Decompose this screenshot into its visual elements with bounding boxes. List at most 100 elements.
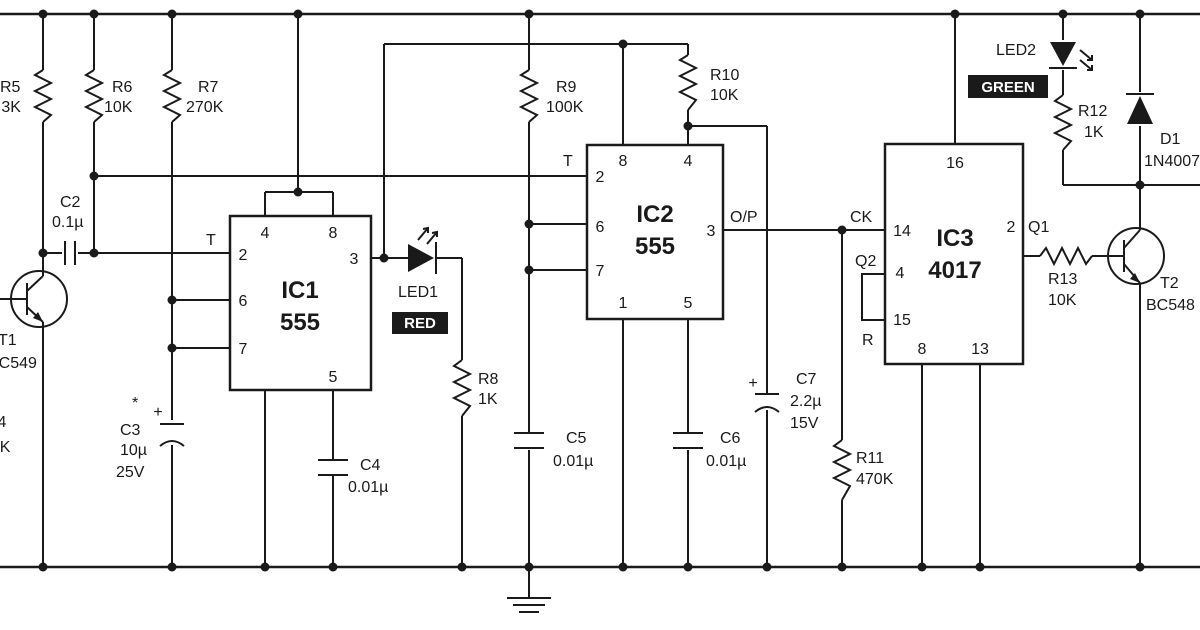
resistor-r11: [831, 439, 853, 501]
c2-name: C2: [60, 194, 81, 211]
c4-name: C4: [360, 457, 381, 474]
capacitor-c6: [673, 432, 703, 449]
r10-name: R10: [710, 67, 739, 84]
t2-type: BC548: [1146, 297, 1195, 314]
r4-value: 10K: [0, 439, 11, 456]
transistor-t2-symbol: [1107, 227, 1165, 285]
r11-value: 470K: [856, 471, 894, 488]
t2-name: T2: [1160, 275, 1179, 292]
ic1-name: IC1: [281, 277, 318, 304]
ic2-pin-6: 6: [596, 219, 605, 236]
ic1-body: [228, 214, 373, 392]
resistor-r5: [32, 69, 54, 123]
r8-value: 1K: [478, 391, 498, 408]
capacitor-c7: +: [748, 375, 780, 413]
ic3-pin-8: 8: [918, 341, 927, 358]
r9-value: 100K: [546, 99, 584, 116]
led1-name: LED1: [398, 284, 438, 301]
r7-name: R7: [198, 79, 219, 96]
r7-value: 270K: [186, 99, 224, 116]
svg-text:+: +: [748, 375, 757, 392]
r10-value: 10K: [710, 87, 739, 104]
ic2-body: [585, 143, 725, 321]
resistor-r9: [518, 69, 540, 123]
r9-name: R9: [556, 79, 577, 96]
ic3-name: IC3: [936, 225, 973, 252]
ic2-pin-4: 4: [684, 153, 693, 170]
r12-value: 1K: [1084, 124, 1104, 141]
ic3-body: [883, 142, 1025, 366]
r5-name: R5: [0, 79, 21, 96]
ic2-pin-7: 7: [596, 263, 605, 280]
c3-star: *: [132, 395, 138, 412]
c5-name: C5: [566, 430, 587, 447]
ic2-pin-8: 8: [619, 153, 628, 170]
r13-value: 10K: [1048, 292, 1077, 309]
ic3-type: 4017: [928, 257, 981, 284]
c7-value: 2.2µ: [790, 393, 821, 410]
led2-symbol: [1049, 42, 1093, 71]
ic1-pin-6: 6: [239, 293, 248, 310]
svg-text:+: +: [153, 404, 162, 421]
resistor-r12: [1052, 94, 1074, 151]
ic3-pin-14: 14: [893, 223, 911, 240]
c3-value: 10µ: [120, 442, 147, 459]
transistor-t1-symbol: [0, 270, 68, 328]
c3-name: C3: [120, 422, 141, 439]
capacitor-c3: +: [153, 404, 185, 447]
resistor-r7: [161, 69, 183, 123]
ic2-name: IC2: [636, 201, 673, 228]
ic3-q2-label: Q2: [855, 253, 876, 270]
ic1-pin-3: 3: [350, 251, 359, 268]
c6-name: C6: [720, 430, 741, 447]
ic2-type: 555: [635, 233, 675, 260]
ic1-type: 555: [280, 309, 320, 336]
d1-name: D1: [1160, 131, 1181, 148]
r12-name: R12: [1078, 103, 1107, 120]
ic2-pin-3: 3: [707, 223, 716, 240]
d1-value: 1N4007: [1144, 153, 1200, 170]
ic1-pin-2: 2: [239, 247, 248, 264]
ic1-pin-4: 4: [261, 225, 270, 242]
red-tag: RED: [392, 312, 448, 334]
r4-name: R4: [0, 414, 7, 431]
ic1-trigger-label: T: [206, 232, 216, 249]
ic3-pin-16: 16: [946, 155, 964, 172]
ic3-q1-label: Q1: [1028, 219, 1049, 236]
t1-type: BC549: [0, 355, 37, 372]
r6-value: 10K: [104, 99, 133, 116]
junctions: [38, 9, 1145, 572]
c2-value: 0.1µ: [52, 214, 83, 231]
led2-color-tag: GREEN: [981, 79, 1034, 96]
ic2-output-label: O/P: [730, 209, 758, 226]
r8-name: R8: [478, 371, 499, 388]
ground-symbol: [507, 567, 551, 613]
c3-voltage: 25V: [116, 464, 145, 481]
capacitor-c4: [318, 459, 348, 476]
c4-value: 0.01µ: [348, 479, 388, 496]
resistor-r8: [451, 359, 473, 417]
r5-value: 3.3K: [0, 99, 21, 116]
green-tag: GREEN: [968, 75, 1048, 98]
resistor-r13: [1039, 245, 1093, 267]
t1-name: T1: [0, 332, 17, 349]
led1-symbol: [408, 226, 438, 274]
r13-name: R13: [1048, 271, 1077, 288]
capacitor-c5: [514, 432, 544, 449]
ic1-pin-8: 8: [329, 225, 338, 242]
ic3-reset-label: R: [862, 332, 874, 349]
led2-name: LED2: [996, 42, 1036, 59]
capacitor-c2: [64, 241, 76, 265]
resistor-r6: [83, 69, 105, 123]
ic2-trigger-label: T: [563, 153, 573, 170]
r6-name: R6: [112, 79, 133, 96]
ic2-pin-1: 1: [619, 295, 628, 312]
ic1-pin-5: 5: [329, 369, 338, 386]
ic2-pin-2: 2: [596, 169, 605, 186]
led1-color-tag: RED: [404, 315, 436, 332]
c5-value: 0.01µ: [553, 453, 593, 470]
diode-d1-symbol: [1126, 93, 1154, 124]
ic3-pin-15: 15: [893, 312, 911, 329]
ic3-pin-2: 2: [1007, 219, 1016, 236]
